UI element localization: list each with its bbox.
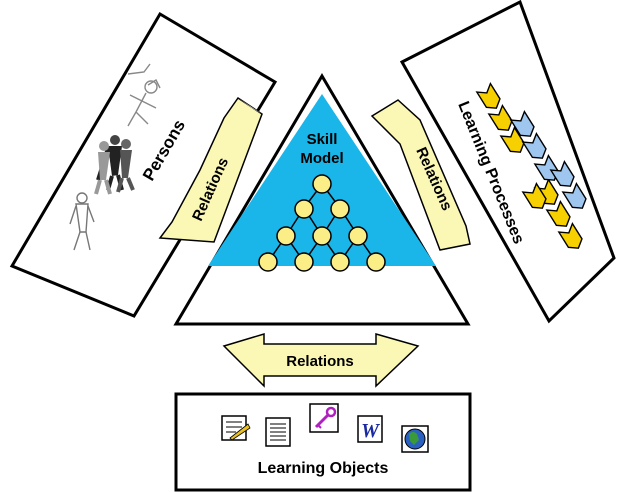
text-document-icon [265,417,291,447]
skill-node [330,252,350,272]
skill-model-title-line2: Model [300,150,343,167]
skill-nodes [258,174,386,272]
skill-node [276,226,296,246]
process-flag-icon [475,82,501,109]
person-light-icon [127,78,161,127]
globe-icon [401,425,429,453]
relations-bottom-label: Relations [286,353,354,370]
persons-box: Persons [9,11,278,318]
skill-node [294,199,314,219]
skill-node [258,252,278,272]
process-flag-icon [521,182,547,209]
process-flags [475,82,587,249]
document-pen-icon [221,415,251,441]
skill-model-title-line1: Skill [307,131,338,148]
skill-node [294,252,314,272]
relations-arrow-bottom: Relations [222,332,420,388]
process-flag-icon [557,222,583,249]
word-document-icon: W [357,415,383,443]
skill-node [330,199,350,219]
learning-objects-box: W Learning Objects [174,392,472,492]
relations-arrow-left: Relations [158,96,263,243]
process-flag-icon [509,110,535,137]
process-flag-icon [561,182,587,209]
learning-objects-label: Learning Objects [258,460,389,477]
key-icon [309,403,339,433]
svg-text:W: W [361,420,380,442]
process-flag-icon [521,132,547,159]
process-flag-icon [545,200,571,227]
skill-model-triangle: Skill Model [173,73,471,326]
skill-node [366,252,386,272]
skill-node [312,226,332,246]
skill-node [312,174,332,194]
person-dark-group-icon [94,135,135,195]
person-outline-icon [69,192,95,251]
process-flag-icon [549,160,575,187]
skill-node [348,226,368,246]
person-fallen-icon [127,63,151,75]
